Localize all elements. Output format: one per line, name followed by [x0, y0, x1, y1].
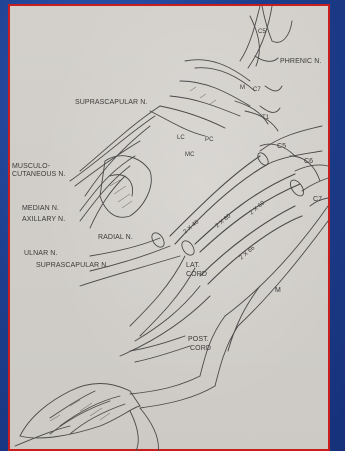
label-c7-top: C7	[253, 86, 261, 94]
label-c7: C7	[313, 196, 322, 204]
label-c6: C6	[304, 158, 313, 166]
label-m: M	[275, 287, 281, 295]
label-cord-post: CORD	[190, 345, 211, 353]
label-lc: LC	[177, 134, 185, 142]
label-m-top: M	[240, 84, 245, 92]
label-c5-top: C5	[258, 28, 266, 36]
label-axillary: AXILLARY N.	[22, 216, 65, 224]
label-pc: PC	[205, 136, 214, 144]
label-c5: C5	[277, 143, 286, 151]
figure-frame: SUPRASCAPULAR N. PHRENIC N. C5 M C7 T1 L…	[8, 4, 330, 451]
label-cutaneous: CUTANEOUS N.	[12, 171, 66, 179]
label-mc: MC	[185, 151, 195, 159]
label-suprascapular-bottom: SUPRASCAPULAR N.	[36, 262, 108, 270]
label-radial: RADIAL N.	[98, 234, 133, 242]
label-phrenic: PHRENIC N.	[280, 58, 321, 66]
label-suprascapular-top: SUPRASCAPULAR N.	[75, 99, 147, 107]
nerve-drawing	[10, 6, 332, 451]
label-t1: T1	[262, 114, 269, 122]
label-median: MEDIAN N.	[22, 205, 59, 213]
label-cord-lat: CORD	[186, 271, 207, 279]
label-lat: LAT.	[186, 262, 200, 270]
label-ulnar: ULNAR N.	[24, 250, 57, 258]
label-post: POST.	[188, 336, 209, 344]
label-musculo: MUSCULO-	[12, 163, 50, 171]
